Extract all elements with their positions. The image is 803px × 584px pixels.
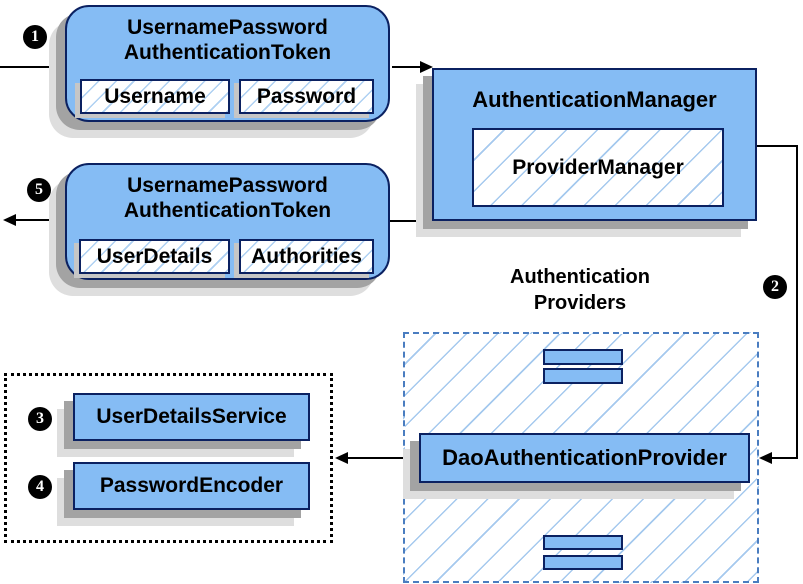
dao-authentication-provider-box: DaoAuthenticationProvider (419, 433, 750, 483)
token-request-title-line2: AuthenticationToken (123, 41, 332, 64)
provider-bar-bottom-2 (543, 555, 623, 570)
user-details-field-box: UserDetails (79, 239, 230, 274)
token-request-title: UsernamePassword AuthenticationToken (67, 7, 388, 65)
arrowhead-into-dao (759, 452, 772, 464)
password-encoder-box: PasswordEncoder (73, 462, 310, 510)
authentication-providers-heading: Authentication Providers (430, 264, 730, 316)
authentication-providers-heading-line1: Authentication (510, 266, 650, 288)
provider-bar-top-2 (543, 368, 623, 384)
token-result-title-line2: AuthenticationToken (123, 199, 332, 222)
step-1-badge: 1 (23, 25, 47, 49)
arrowhead-into-services (335, 452, 348, 464)
username-password-token-request-box: UsernamePassword AuthenticationToken Use… (65, 5, 390, 122)
provider-bar-bottom-1 (543, 535, 623, 550)
step-2-badge: 2 (763, 275, 787, 299)
authentication-manager-box: AuthenticationManager ProviderManager (432, 68, 757, 221)
username-password-token-result-box: UsernamePassword AuthenticationToken Use… (65, 163, 390, 280)
step-3-badge: 3 (28, 407, 52, 431)
password-field-box: Password (239, 79, 374, 114)
user-details-service-box: UserDetailsService (73, 393, 310, 441)
authentication-manager-title: AuthenticationManager (472, 87, 717, 112)
provider-manager-box: ProviderManager (472, 128, 724, 207)
username-field-box: Username (80, 79, 230, 114)
step-5-badge: 5 (27, 178, 51, 202)
services-container (4, 373, 333, 543)
provider-bar-top-1 (543, 349, 623, 365)
token-result-title: UsernamePassword AuthenticationToken (67, 165, 388, 223)
arrowhead-out-left (3, 214, 16, 226)
authorities-field-box: Authorities (239, 239, 374, 274)
step-4-badge: 4 (28, 475, 52, 499)
arrow-manager-to-dao (757, 145, 798, 459)
token-result-title-line1: UsernamePassword (127, 174, 328, 197)
token-request-title-line1: UsernamePassword (127, 16, 328, 39)
authentication-providers-heading-line2: Providers (533, 292, 627, 314)
